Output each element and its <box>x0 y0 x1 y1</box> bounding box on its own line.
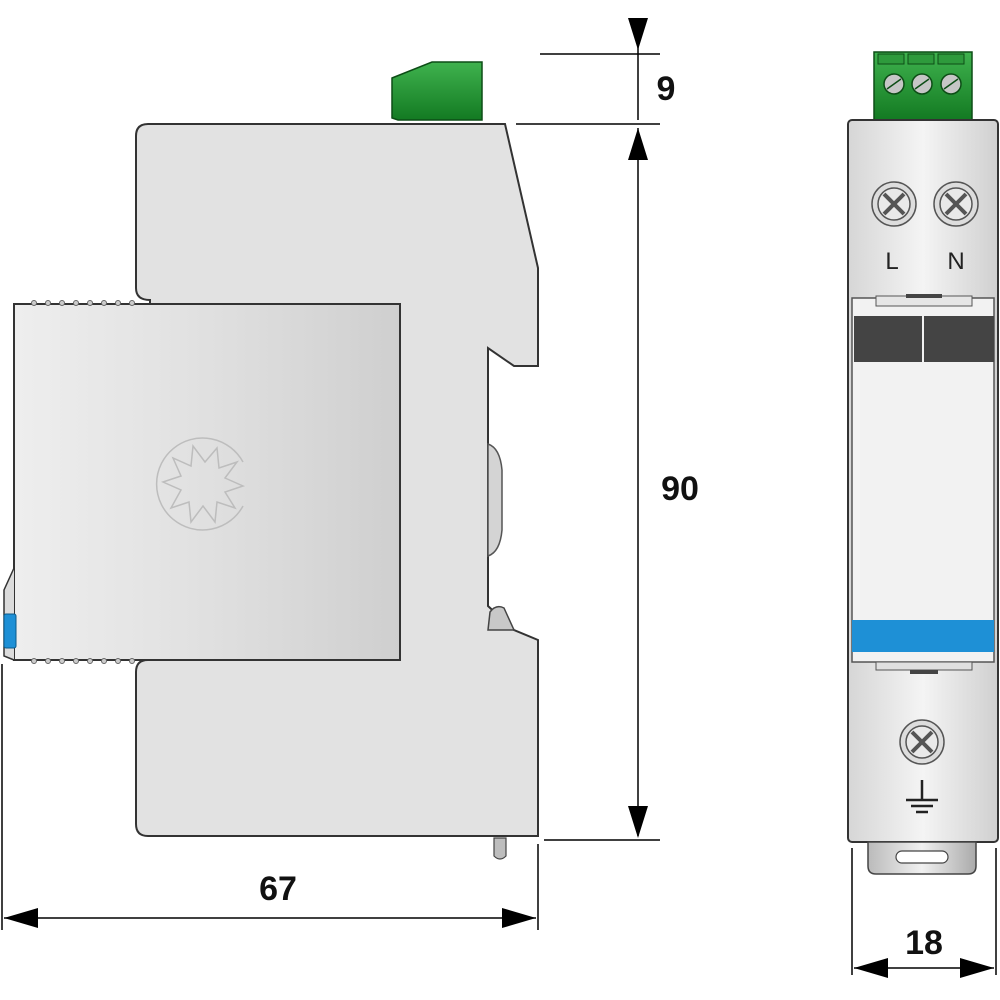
terminal-label-line: L <box>885 248 898 275</box>
ground-symbol-icon <box>906 780 938 814</box>
lightning-burst-icon <box>155 437 246 531</box>
front-plug-top-notch <box>906 294 942 298</box>
screw-terminal-icon <box>933 181 979 227</box>
front-green-slot <box>937 53 965 65</box>
dimension-width: 67 <box>259 870 297 908</box>
front-green-screws <box>883 73 962 95</box>
side-bottom-pin <box>493 837 507 860</box>
front-blue-indicator <box>852 620 994 652</box>
side-plug-ribs-bottom <box>31 658 135 664</box>
screw-terminal-icon <box>899 719 945 765</box>
side-lower-hook <box>487 605 516 631</box>
dimension-front-width: 18 <box>905 924 943 962</box>
screw-terminal-icon <box>871 181 917 227</box>
side-view <box>3 61 539 860</box>
dimension-height: 90 <box>661 470 699 508</box>
front-dark-band-left <box>854 316 922 362</box>
side-blue-indicator <box>3 613 17 649</box>
front-view: L N <box>847 51 999 875</box>
front-plug-bottom-notch <box>910 670 938 674</box>
front-plug-bottom-lip <box>875 661 973 671</box>
side-din-latch <box>487 442 503 558</box>
dimension-connector-height: 9 <box>657 70 676 108</box>
dimension-lines <box>1 18 997 978</box>
front-green-slot <box>907 53 935 65</box>
side-plug-module <box>13 303 401 661</box>
front-dark-band-right <box>924 316 994 362</box>
terminal-label-neutral: N <box>947 248 964 275</box>
side-green-connector <box>391 61 483 121</box>
side-plug-ribs-top <box>31 300 135 306</box>
front-green-slot <box>877 53 905 65</box>
front-din-clip-slot <box>895 850 949 864</box>
